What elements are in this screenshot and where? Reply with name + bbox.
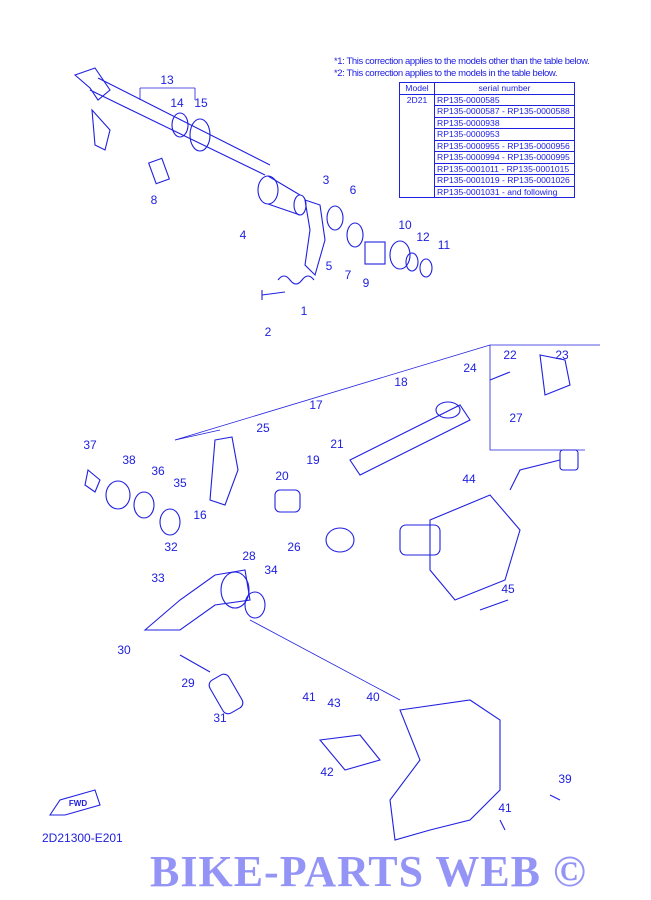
callout: 22 bbox=[503, 348, 517, 362]
shift-motor-assembly bbox=[209, 354, 579, 611]
callout: 40 bbox=[366, 690, 380, 704]
callout: 19 bbox=[306, 453, 320, 467]
serial-row: RP135-0000994 - RP135-0000995 bbox=[434, 151, 575, 164]
callout: 8 bbox=[151, 193, 158, 207]
note-1: *1: This correction applies to the model… bbox=[334, 56, 590, 67]
callout: 33 bbox=[151, 571, 165, 585]
fwd-arrow-icon: FWD bbox=[48, 789, 101, 816]
pedal-assembly bbox=[84, 468, 401, 715]
callout: 31 bbox=[213, 711, 227, 725]
callout: 41 bbox=[498, 801, 512, 815]
callout: 4 bbox=[240, 228, 247, 242]
callout: 44 bbox=[462, 472, 476, 486]
callout: 23 bbox=[555, 348, 569, 362]
callout: 1 bbox=[301, 304, 308, 318]
callout: 17 bbox=[309, 398, 323, 412]
callout: 18 bbox=[394, 375, 408, 389]
serial-row: RP135-0000955 - RP135-0000956 bbox=[434, 139, 575, 152]
serial-row: RP135-0001011 - RP135-0001015 bbox=[434, 162, 575, 175]
callout: 45 bbox=[501, 582, 515, 596]
callout: 42 bbox=[320, 765, 334, 779]
callout: 28 bbox=[242, 549, 256, 563]
shaft-components bbox=[257, 175, 433, 300]
callout: 25 bbox=[256, 421, 270, 435]
callout: 36 bbox=[151, 464, 165, 478]
callout: 6 bbox=[350, 183, 357, 197]
callout: 3 bbox=[323, 173, 330, 187]
callout: 20 bbox=[275, 469, 289, 483]
serial-row: RP135-0001031 - and following bbox=[434, 185, 575, 198]
callout: 7 bbox=[345, 268, 352, 282]
callout: 16 bbox=[193, 508, 207, 522]
callout: 5 bbox=[326, 259, 333, 273]
diagram-code: 2D21300-E201 bbox=[42, 831, 123, 845]
callout: 2 bbox=[265, 325, 272, 339]
frame-bracket bbox=[318, 699, 561, 841]
callout: 27 bbox=[509, 411, 523, 425]
watermark: BIKE-PARTS WEB © bbox=[150, 847, 587, 896]
serial-row: RP135-0000953 bbox=[434, 128, 575, 141]
callout: 10 bbox=[398, 218, 412, 232]
callout: 24 bbox=[463, 361, 477, 375]
callout: 21 bbox=[330, 437, 344, 451]
note-2: *2: This correction applies to the model… bbox=[334, 68, 558, 79]
callout: 9 bbox=[363, 276, 370, 290]
callout: 30 bbox=[117, 643, 131, 657]
callout: 15 bbox=[194, 96, 208, 110]
callout: 12 bbox=[416, 230, 430, 244]
callout: 26 bbox=[287, 540, 301, 554]
callout: 41 bbox=[302, 690, 316, 704]
callout: 29 bbox=[181, 676, 195, 690]
callout: 35 bbox=[173, 476, 187, 490]
callout: 14 bbox=[170, 96, 184, 110]
shift-shaft-assembly bbox=[73, 67, 271, 185]
callout: 13 bbox=[160, 73, 174, 87]
serial-row: RP135-0001019 - RP135-0001026 bbox=[434, 174, 575, 187]
callout: 37 bbox=[83, 438, 97, 452]
callout: 43 bbox=[327, 696, 341, 710]
fwd-label: FWD bbox=[69, 799, 87, 808]
callout: 38 bbox=[122, 453, 136, 467]
linkage-outline bbox=[174, 344, 600, 451]
callout: 34 bbox=[264, 563, 278, 577]
callout: 11 bbox=[438, 238, 451, 252]
callouts: 13 14 15 8 3 6 4 5 7 10 12 11 9 1 2 22 2… bbox=[83, 73, 572, 815]
callout: 32 bbox=[164, 540, 178, 554]
callout: 39 bbox=[558, 772, 572, 786]
